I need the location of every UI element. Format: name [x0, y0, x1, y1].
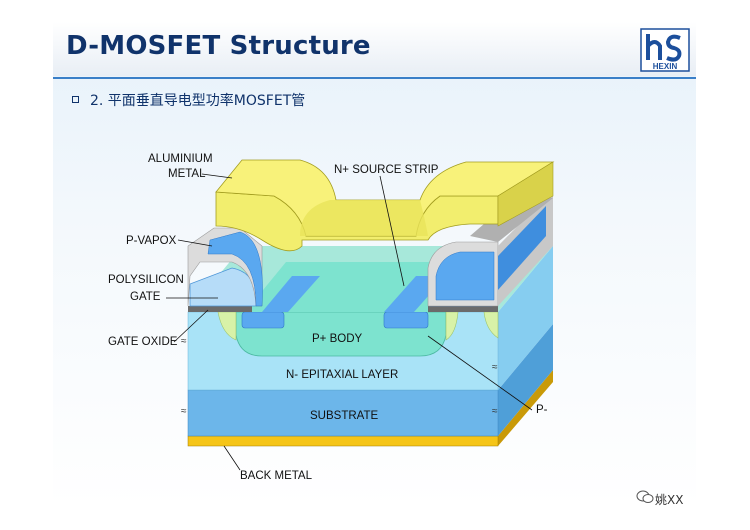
- p-vapox-right-inner: [435, 251, 495, 301]
- p-body-right-edge: [483, 311, 499, 339]
- n-source-strip-left: [241, 311, 285, 329]
- label-aluminium: ALUMINIUM: [148, 153, 213, 165]
- p-vapox-left-inner: [207, 231, 263, 307]
- leader-p-minus: [427, 335, 533, 411]
- break-mark-left-upper: ≈: [181, 336, 187, 347]
- bullet-icon: [72, 96, 79, 103]
- label-p-minus: P-: [536, 404, 548, 416]
- polysilicon-gate-left: [189, 267, 257, 307]
- leader-gate-oxide: [173, 309, 209, 343]
- label-n-epi: N- EPITAXIAL LAYER: [286, 369, 398, 381]
- back-metal-layer: [187, 435, 499, 447]
- gate-oxide-right: [428, 306, 498, 312]
- break-mark-left-lower: ≈: [181, 406, 187, 417]
- substrate-side: [498, 324, 553, 436]
- aluminium-trench: [300, 200, 428, 236]
- break-mark-right-upper: ≈: [492, 362, 498, 373]
- label-back-metal: BACK METAL: [240, 470, 313, 482]
- leader-vapox: [177, 239, 213, 247]
- label-metal: METAL: [168, 168, 206, 180]
- gate-oxide-left: [188, 306, 252, 312]
- right-block-top: [470, 198, 553, 242]
- label-p-body: P+ BODY: [312, 333, 363, 345]
- company-logo: HEXIN: [640, 28, 690, 72]
- label-gate-oxide: GATE OXIDE: [108, 336, 178, 348]
- title-band: [53, 22, 696, 76]
- label-substrate: SUBSTRATE: [310, 410, 378, 422]
- p-minus-right-region: [445, 311, 459, 341]
- page-title: D-MOSFET Structure: [66, 31, 371, 61]
- right-block-poly-side: [498, 206, 546, 290]
- watermark: 姚XX: [655, 493, 684, 507]
- title-divider: [53, 77, 696, 79]
- source-top-face-left: [262, 276, 320, 312]
- wechat-icon: [636, 490, 654, 503]
- break-mark-right-lower: ≈: [492, 406, 498, 417]
- n-source-strip-right: [383, 311, 429, 329]
- aluminium-metal-side: [497, 161, 554, 227]
- back-metal-side: [498, 370, 553, 446]
- label-gate: GATE: [130, 291, 161, 303]
- leader-source: [379, 175, 405, 287]
- leader-back-metal: [223, 445, 241, 471]
- p-minus-left-region: [217, 311, 237, 341]
- substrate-layer: [187, 389, 499, 437]
- logo-text: HEXIN: [653, 62, 678, 71]
- subtitle: 2. 平面垂直导电型功率MOSFET管: [90, 93, 306, 109]
- epitaxial-side: [498, 246, 553, 390]
- label-polysilicon: POLYSILICON: [108, 274, 184, 286]
- label-p-vapox: P-VAPOX: [126, 235, 177, 247]
- leader-aluminium: [201, 173, 233, 179]
- label-n-source: N+ SOURCE STRIP: [334, 164, 439, 176]
